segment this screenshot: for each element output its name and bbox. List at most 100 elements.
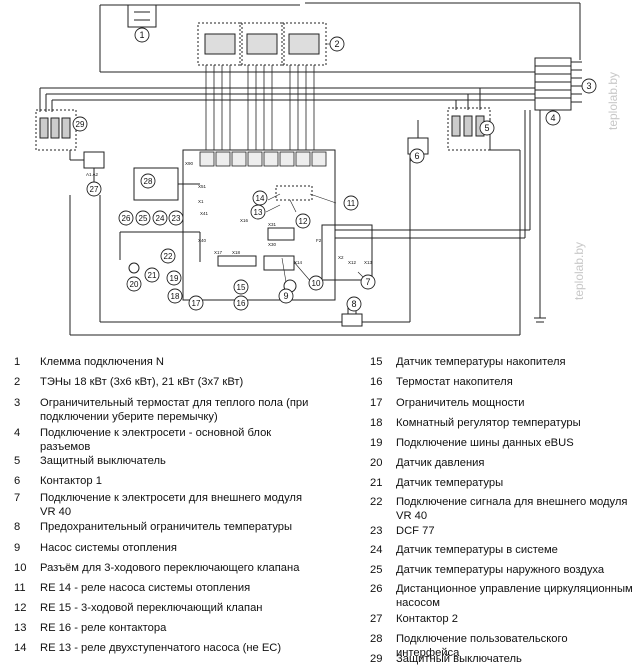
callout-circle bbox=[479, 120, 495, 136]
legend-number: 27 bbox=[370, 613, 383, 625]
callout-circle bbox=[233, 295, 249, 311]
legend-number: 23 bbox=[370, 525, 383, 537]
legend-number: 13 bbox=[14, 622, 27, 634]
callout-number: 4 bbox=[550, 113, 555, 123]
legend-text: Клемма подключения N bbox=[40, 356, 164, 368]
callout-number: 12 bbox=[299, 217, 308, 226]
label-contactor-a: A1 A2 bbox=[86, 172, 99, 177]
callout-circle bbox=[360, 274, 376, 290]
callout-circle bbox=[140, 173, 156, 189]
callout-number: 14 bbox=[256, 194, 265, 203]
label-x14: X14 bbox=[294, 260, 303, 265]
label-x40: X40 bbox=[198, 238, 207, 243]
legend-text: Предохранительный ограничитель температу… bbox=[40, 521, 293, 533]
callout-circle bbox=[86, 181, 102, 197]
callout-number: 9 bbox=[283, 291, 288, 301]
callout-circle bbox=[346, 296, 362, 312]
callout-circle bbox=[545, 110, 561, 126]
legend-number: 24 bbox=[370, 544, 383, 556]
legend-text: Ограничитель мощности bbox=[396, 397, 525, 409]
callout-number: 22 bbox=[164, 252, 173, 261]
label-f2: F2 bbox=[316, 238, 322, 243]
legend-number: 21 bbox=[370, 477, 383, 489]
callout-number: 23 bbox=[172, 214, 181, 223]
callout-number: 28 bbox=[144, 177, 153, 186]
watermark: teplolab.by bbox=[572, 241, 586, 300]
callout-circle bbox=[295, 213, 311, 229]
legend-text: Термостат накопителя bbox=[396, 376, 513, 388]
legend-number: 28 bbox=[370, 633, 383, 645]
callout-circle bbox=[278, 288, 294, 304]
legend-text: Подключение пользовательского интерфейса bbox=[396, 633, 568, 659]
callout-circle bbox=[409, 148, 425, 164]
callout-circle bbox=[329, 36, 345, 52]
callout-circle bbox=[72, 116, 88, 132]
legend-number: 12 bbox=[14, 602, 27, 614]
user-interface-box bbox=[133, 167, 179, 201]
legend-number: 18 bbox=[370, 417, 383, 429]
legend-number: 10 bbox=[14, 562, 27, 574]
contactor-2 bbox=[83, 151, 105, 169]
callout-number: 24 bbox=[156, 214, 165, 223]
callout-number: 16 bbox=[237, 299, 246, 308]
legend-number: 9 bbox=[14, 542, 21, 554]
callout-circle bbox=[252, 190, 268, 206]
circuit-breaker-left bbox=[35, 109, 77, 151]
callout-number: 21 bbox=[148, 271, 157, 280]
legend-text: Насос системы отопления bbox=[40, 542, 177, 554]
legend-text: Подключение к электросети - основной бло… bbox=[40, 427, 272, 453]
callout-number: 25 bbox=[139, 214, 148, 223]
label-x31: X31 bbox=[268, 222, 277, 227]
label-x17: X17 bbox=[214, 250, 223, 255]
legend-number: 20 bbox=[370, 457, 383, 469]
callout-number: 5 bbox=[484, 123, 489, 133]
legend-text: DCF 77 bbox=[396, 525, 435, 537]
legend-text: Датчик температуры bbox=[396, 477, 504, 489]
callout-number: 29 bbox=[76, 120, 85, 129]
label-x41: X41 bbox=[200, 211, 209, 216]
legend-text: Защитный выключатель bbox=[396, 653, 522, 665]
label-x12: X12 bbox=[348, 260, 357, 265]
callout-circle bbox=[308, 275, 324, 291]
legend-number: 25 bbox=[370, 564, 383, 576]
label-x16: X16 bbox=[240, 218, 249, 223]
label-x18: X18 bbox=[232, 250, 241, 255]
callout-circle bbox=[134, 27, 150, 43]
callout-number: 27 bbox=[90, 185, 99, 194]
callout-circle bbox=[233, 279, 249, 295]
legend-text: Датчик температуры накопителя bbox=[396, 356, 566, 368]
legend-text: Контактор 2 bbox=[396, 613, 458, 625]
heating-elements bbox=[197, 22, 327, 66]
callout-number: 20 bbox=[130, 280, 139, 289]
callout-circle bbox=[343, 195, 359, 211]
legend-text: Защитный выключатель bbox=[40, 455, 166, 467]
n-terminal bbox=[127, 4, 157, 28]
legend-number: 5 bbox=[14, 455, 21, 467]
legend-number: 8 bbox=[14, 521, 21, 533]
callout-number: 2 bbox=[334, 39, 339, 49]
watermark: teplolab.by bbox=[606, 71, 620, 130]
callout-number: 17 bbox=[192, 299, 201, 308]
wiring-diagram: X90 X51 X1 X41 X40 X17 X18 X2 X12 X13 X1… bbox=[35, 2, 597, 336]
legend-text: Подключение сигнала для внешнего модуля … bbox=[396, 496, 628, 522]
callout-circle bbox=[166, 270, 182, 286]
legend-number: 29 bbox=[370, 653, 383, 665]
legend-number: 15 bbox=[370, 356, 383, 368]
legend-number: 26 bbox=[370, 583, 383, 595]
callout-circle bbox=[118, 210, 134, 226]
callout-number: 26 bbox=[122, 214, 131, 223]
legend-number: 11 bbox=[14, 582, 26, 594]
legend-text: ТЭНы 18 кВт (3х6 кВт), 21 кВт (3х7 кВт) bbox=[40, 376, 244, 388]
pressure-sensor bbox=[128, 262, 140, 274]
callout-circle bbox=[135, 210, 151, 226]
callout-number: 18 bbox=[171, 292, 180, 301]
legend-number: 2 bbox=[14, 376, 21, 388]
legend-text: Датчик температуры в системе bbox=[396, 544, 558, 556]
legend-number: 19 bbox=[370, 437, 383, 449]
label-x90: X90 bbox=[185, 161, 194, 166]
callout-circle bbox=[168, 210, 184, 226]
legend-number: 22 bbox=[370, 496, 383, 508]
legend-text: Контактор 1 bbox=[40, 475, 102, 487]
